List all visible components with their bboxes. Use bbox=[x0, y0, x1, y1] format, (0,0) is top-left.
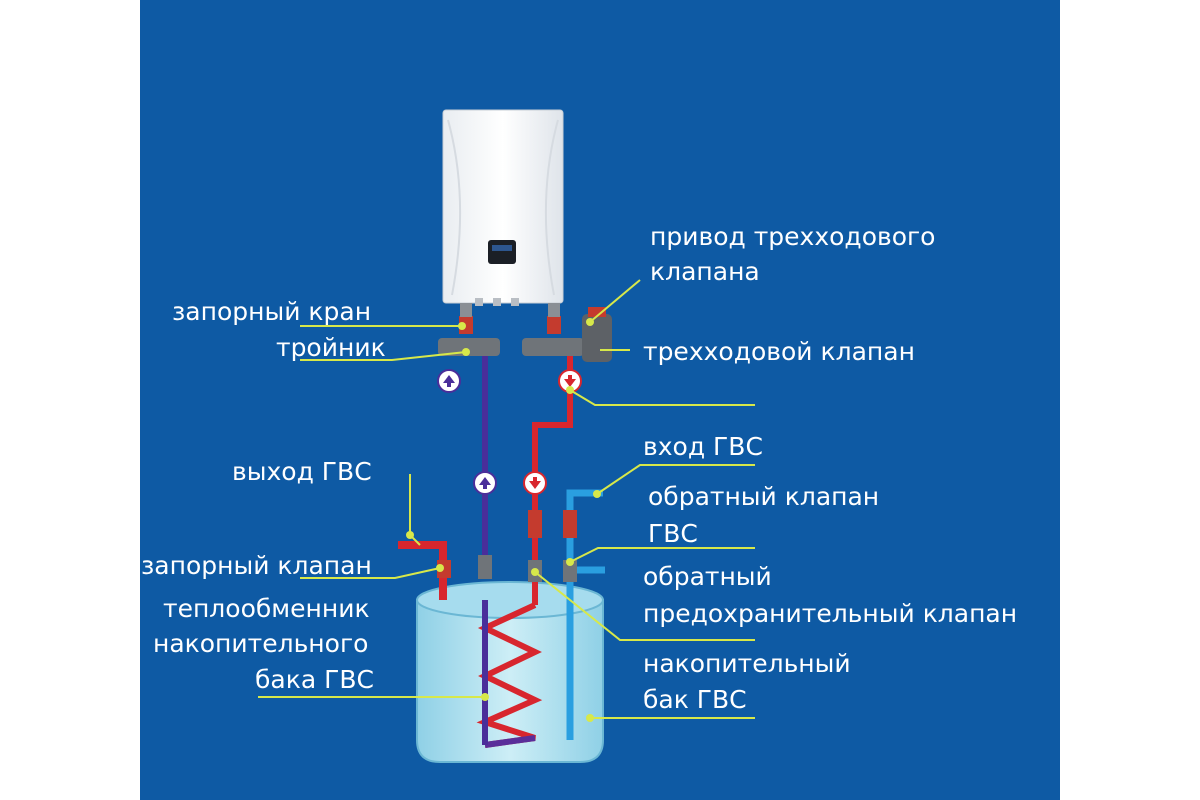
check-valve-red bbox=[528, 510, 542, 538]
label-shutoff-tap: запорный кран bbox=[172, 297, 371, 326]
heat-exchanger-coil bbox=[476, 602, 543, 748]
boiler bbox=[442, 109, 564, 306]
storage-tank bbox=[416, 581, 604, 763]
label-safety-valve-line2: предохранительный клапан bbox=[643, 599, 1017, 628]
shutoff-valve-right bbox=[547, 316, 561, 334]
label-actuator-line1: привод трехходового bbox=[650, 222, 935, 251]
leader-lines bbox=[258, 279, 755, 719]
label-three-way-valve: трехходовой клапан bbox=[643, 337, 915, 366]
label-dhw-inlet: вход ГВС bbox=[643, 432, 763, 461]
boiler-display bbox=[488, 240, 516, 264]
fittings bbox=[437, 303, 612, 582]
label-heat-exchanger-line1: теплообменник bbox=[163, 594, 370, 623]
arrow-up-icon bbox=[473, 471, 497, 495]
arrow-down-icon bbox=[523, 471, 547, 495]
label-safety-valve-line1: обратный bbox=[643, 562, 772, 591]
label-check-valve-line1: обратный клапан bbox=[648, 482, 879, 511]
label-check-valve-line2: ГВС bbox=[648, 519, 698, 548]
label-heat-exchanger-line3: бака ГВС bbox=[255, 665, 374, 694]
label-dhw-outlet: выход ГВС bbox=[232, 457, 372, 486]
arrow-up-icon bbox=[437, 369, 461, 393]
label-tank-line2: бак ГВС bbox=[643, 685, 747, 714]
tee-left bbox=[438, 338, 500, 356]
leader-dots bbox=[406, 318, 601, 722]
label-actuator-line2: клапана bbox=[650, 257, 760, 286]
label-tee: тройник bbox=[276, 333, 386, 362]
label-tank-line1: накопительный bbox=[643, 649, 851, 678]
dhw-outlet-pipe bbox=[398, 541, 447, 600]
label-heat-exchanger-line2: накопительного bbox=[153, 629, 368, 658]
label-shutoff-valve: запорный клапан bbox=[141, 551, 372, 580]
tee-right bbox=[522, 338, 584, 356]
check-valve-blue bbox=[563, 510, 577, 538]
